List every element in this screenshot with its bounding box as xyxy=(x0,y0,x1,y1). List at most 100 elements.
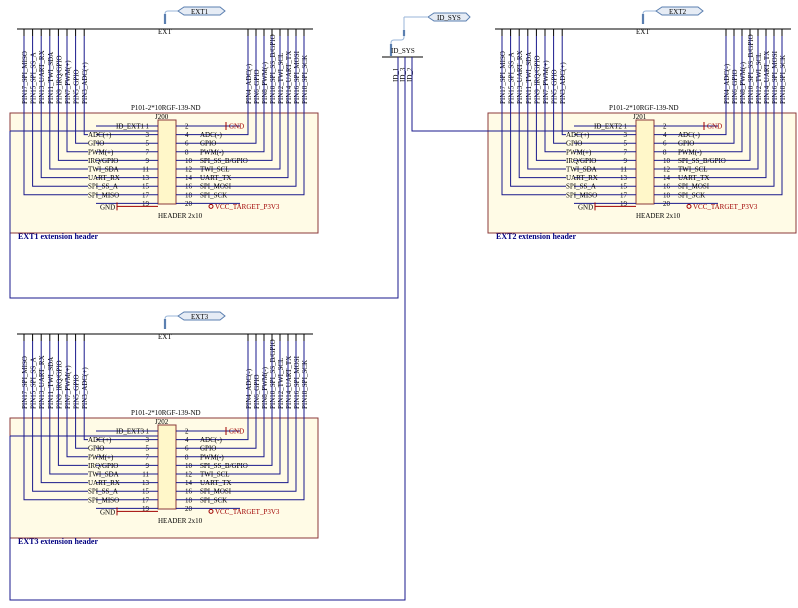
bus-left-label: PIN15_SPI_SS_A xyxy=(30,357,38,409)
part-number: P101-2*10RGF-139-ND xyxy=(131,104,201,112)
bus-left-label: PIN5_GPIO xyxy=(73,69,81,104)
gnd-label: GND xyxy=(229,428,244,436)
pin-name: GPIO xyxy=(678,140,694,148)
bus-left-label: PIN7_PWM(+) xyxy=(64,365,72,409)
pin-name: SPI_MISO xyxy=(88,191,119,199)
bus-left-label: PIN11_TWI_SDA xyxy=(525,52,533,104)
ext-port[interactable]: EXT2 xyxy=(641,6,704,24)
pin-number: 20 xyxy=(185,505,193,513)
bus-left-label: PIN5_GPIO xyxy=(551,69,559,104)
pin-name: PWM(-) xyxy=(678,148,702,156)
bus-route xyxy=(66,341,88,458)
pin-name: SPI_SCK xyxy=(200,496,227,504)
bus-label: EXT xyxy=(636,28,650,36)
pin-name: UART_TX xyxy=(200,479,231,487)
ext-block-1: EXT1EXTP101-2*10RGF-139-NDJ200PIN17_SPI_… xyxy=(9,6,319,241)
bus-route xyxy=(57,341,88,466)
pin-name: SPI_MOSI xyxy=(678,183,710,191)
bus-right-label: PIN4_ADC(-) xyxy=(245,368,253,409)
bus-route xyxy=(40,341,88,484)
bus-route xyxy=(240,36,265,153)
bus-left-label: PIN13_UART_RX xyxy=(38,355,46,409)
pin-name: PWM(-) xyxy=(200,148,224,156)
pin-name: TWI_SCL xyxy=(200,471,230,479)
connector-body xyxy=(157,119,177,205)
bus-left-label: PIN7_PWM(+) xyxy=(64,60,72,104)
bus-route xyxy=(240,341,257,449)
gnd-label: GND xyxy=(100,508,115,516)
pin-name: ADC(-) xyxy=(200,436,222,444)
pin-name: SPI_SS_B/GPIO xyxy=(200,462,248,470)
gnd-label: GND xyxy=(229,123,244,131)
pin-name: UART_RX xyxy=(88,479,120,487)
bus-route xyxy=(240,36,305,196)
ext-block-3: EXT3EXTP101-2*10RGF-139-NDJ202PIN17_SPI_… xyxy=(9,311,319,546)
bus-route xyxy=(718,36,783,196)
port-tag xyxy=(177,6,226,16)
pin-name: SPI_SCK xyxy=(200,191,227,199)
bus-route xyxy=(57,36,88,161)
ext-port[interactable]: EXT1 xyxy=(163,6,226,24)
pin-name: TWI_SDA xyxy=(88,166,119,174)
bus-right-label: PIN16_SPI_MOSI xyxy=(293,50,301,104)
pin-name: ADC(+) xyxy=(88,131,112,139)
pin-name: ADC(-) xyxy=(678,131,700,139)
bus-right-label: PIN8_PWM(-) xyxy=(261,61,269,104)
ext-port[interactable]: EXT3 xyxy=(163,311,226,329)
bus-route xyxy=(32,36,88,187)
bus-route xyxy=(553,36,566,144)
bus-right-label: PIN16_SPI_MOSI xyxy=(771,50,779,104)
pin-name: SPI_SS_B/GPIO xyxy=(200,157,248,165)
bus-route xyxy=(23,36,88,196)
bus-right-label: PIN4_ADC(-) xyxy=(723,63,731,104)
vcc-label: VCC_TARGET_P3V3 xyxy=(215,203,280,211)
bus-route xyxy=(510,36,566,187)
pin-name: UART_RX xyxy=(566,174,598,182)
bus-right-label: PIN10_SPI_SS_B/GPIO xyxy=(747,34,755,104)
bus-left-label: PIN3_ADC(+) xyxy=(81,367,89,409)
bus-route xyxy=(240,341,273,466)
bus-right-label: PIN18_SPI_SCK xyxy=(301,360,309,409)
bus-left-label: PIN9_IRQ/GPIO xyxy=(533,55,541,104)
bus-route xyxy=(718,36,767,179)
bus-route xyxy=(718,36,735,144)
block-title: EXT3 extension header xyxy=(18,537,98,546)
bus-left-label: PIN3_ADC(+) xyxy=(81,62,89,104)
vcc-symbol xyxy=(686,203,692,209)
bus-route xyxy=(518,36,566,179)
bus-route xyxy=(75,36,88,144)
bus-left-label: PIN3_ADC(+) xyxy=(559,62,567,104)
pin-name: GPIO xyxy=(88,140,104,148)
pin-name: IRQ/GPIO xyxy=(88,462,118,470)
port-tag xyxy=(177,311,226,321)
id-label: ID_EXT1 xyxy=(116,123,144,131)
bus-left-label: PIN11_TWI_SDA xyxy=(47,357,55,409)
id-sys-port[interactable]: ID_SYS xyxy=(427,12,471,22)
bus-right-label: PIN6_GPIO xyxy=(731,69,739,104)
pin-name: SPI_SCK xyxy=(678,191,705,199)
bus-route xyxy=(501,36,566,196)
block-title: EXT2 extension header xyxy=(496,232,576,241)
bus-route xyxy=(32,341,88,492)
pin-name: SPI_SS_A xyxy=(88,183,118,191)
pin-number: 16 xyxy=(185,488,193,496)
bus-right-label: PIN10_SPI_SS_B/GPIO xyxy=(269,34,277,104)
bus-route xyxy=(544,36,566,153)
pin-name: UART_TX xyxy=(200,174,231,182)
ext-block-2: EXT2EXTP101-2*10RGF-139-NDJ201PIN17_SPI_… xyxy=(487,6,797,241)
bus-right-label: PIN14_UART_TX xyxy=(763,51,771,104)
pin-name: PWM(+) xyxy=(566,148,592,156)
bus-right-label: PIN6_GPIO xyxy=(253,69,261,104)
pin-name: SPI_MOSI xyxy=(200,488,232,496)
id-label: ID_EXT3 xyxy=(116,428,144,436)
bus-route xyxy=(83,341,88,441)
pin-name: TWI_SDA xyxy=(88,471,119,479)
pin-name: TWI_SCL xyxy=(678,166,708,174)
bus-left-label: PIN13_UART_RX xyxy=(38,50,46,104)
footprint-label: HEADER 2x10 xyxy=(158,517,203,525)
designator: J202 xyxy=(155,418,169,426)
bus-route xyxy=(561,36,566,136)
pin-name: IRQ/GPIO xyxy=(566,157,596,165)
pin-name: SPI_MOSI xyxy=(200,183,232,191)
id-sys-signal-label: ID_3 xyxy=(399,67,407,82)
